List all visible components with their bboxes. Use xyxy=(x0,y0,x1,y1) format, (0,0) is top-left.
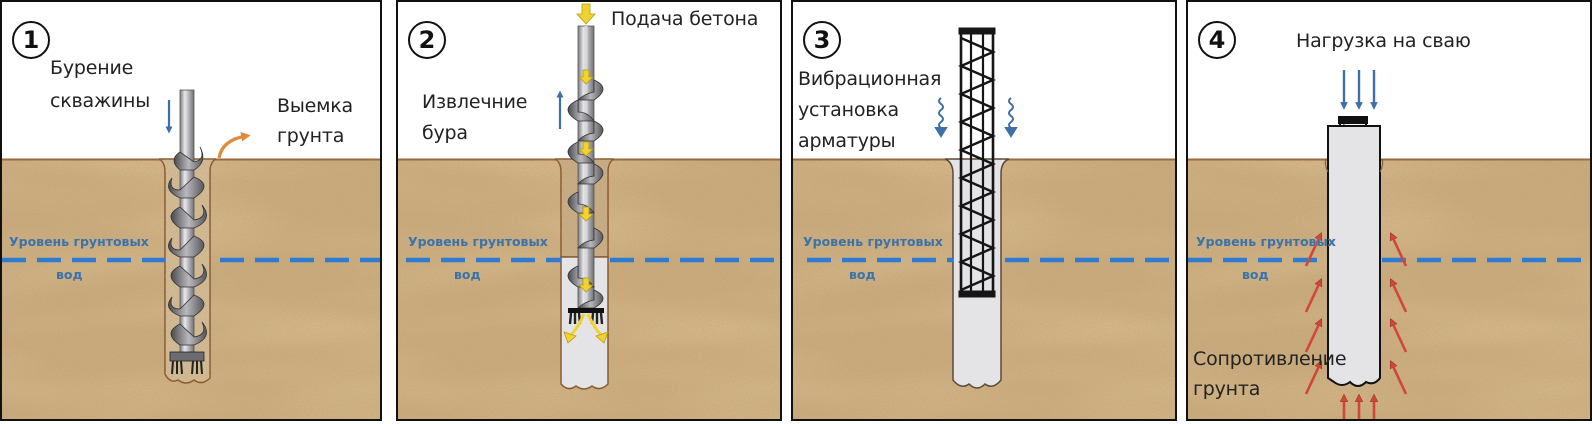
drilling-illustration xyxy=(2,89,380,419)
extraction-label-line1: Извлечние xyxy=(422,91,528,113)
water-level-label-line1: Уровень грунтовых xyxy=(9,234,149,249)
soil-layer xyxy=(1188,158,1590,419)
water-level-label-line1: Уровень грунтовых xyxy=(408,234,548,249)
drilling-label-line2: скважины xyxy=(50,90,151,112)
water-level-label-line2: вод xyxy=(454,267,481,282)
excavation-label-line2: грунта xyxy=(277,125,345,147)
resistance-label-line1: Сопротивление xyxy=(1193,348,1347,370)
water-level-label-line2: вод xyxy=(849,267,876,282)
load-arrows-icon xyxy=(1340,70,1378,110)
resistance-arrows-icon xyxy=(1304,236,1408,419)
pile-icon xyxy=(1324,116,1384,387)
step-2-panel: 2 Подача бетона Извлечние бура Уровень г… xyxy=(396,0,782,421)
concrete-pile xyxy=(944,158,1010,389)
water-level-label-line2: вод xyxy=(56,267,83,282)
water-level-label-line1: Уровень грунтовых xyxy=(1196,234,1336,249)
extraction-label-line2: бура xyxy=(422,122,468,144)
resistance-label-line2: грунта xyxy=(1193,378,1261,400)
step-4-panel: 4 Нагрузка на сваю Сопротивление грунта … xyxy=(1186,0,1592,421)
rebar-cage-icon xyxy=(958,27,996,298)
vibration-label-line2: установка xyxy=(798,99,899,121)
concrete-pouring-illustration xyxy=(398,3,780,419)
water-level-label-line2: вод xyxy=(1242,267,1269,282)
step-number-badge: 2 xyxy=(408,21,446,59)
auger-icon xyxy=(168,89,207,375)
excavation-label-line1: Выемка xyxy=(277,95,353,117)
rebar-installation-illustration xyxy=(793,27,1175,419)
wavy-down-arrow-icon xyxy=(934,97,1018,138)
concrete-feed-label: Подача бетона xyxy=(611,8,759,30)
load-label: Нагрузка на сваю xyxy=(1296,30,1471,52)
step-number-badge: 1 xyxy=(12,21,50,59)
curved-arrow-icon xyxy=(217,132,251,159)
water-level-label-line1: Уровень грунтовых xyxy=(803,234,943,249)
concrete-flow-arrow-icon xyxy=(563,3,609,344)
step-number-badge: 4 xyxy=(1198,21,1236,59)
step-1-panel: 1 Бурение скважины Выемка грунта Уровень… xyxy=(0,0,382,421)
step-3-panel: 3 Вибрационная установка арматуры Уровен… xyxy=(791,0,1177,421)
vibration-label-line3: арматуры xyxy=(798,130,896,152)
drilling-label-line1: Бурение xyxy=(50,57,134,79)
load-bearing-illustration xyxy=(1188,70,1590,419)
step-number-badge: 3 xyxy=(803,21,841,59)
vibration-label-line1: Вибрационная xyxy=(798,68,942,90)
